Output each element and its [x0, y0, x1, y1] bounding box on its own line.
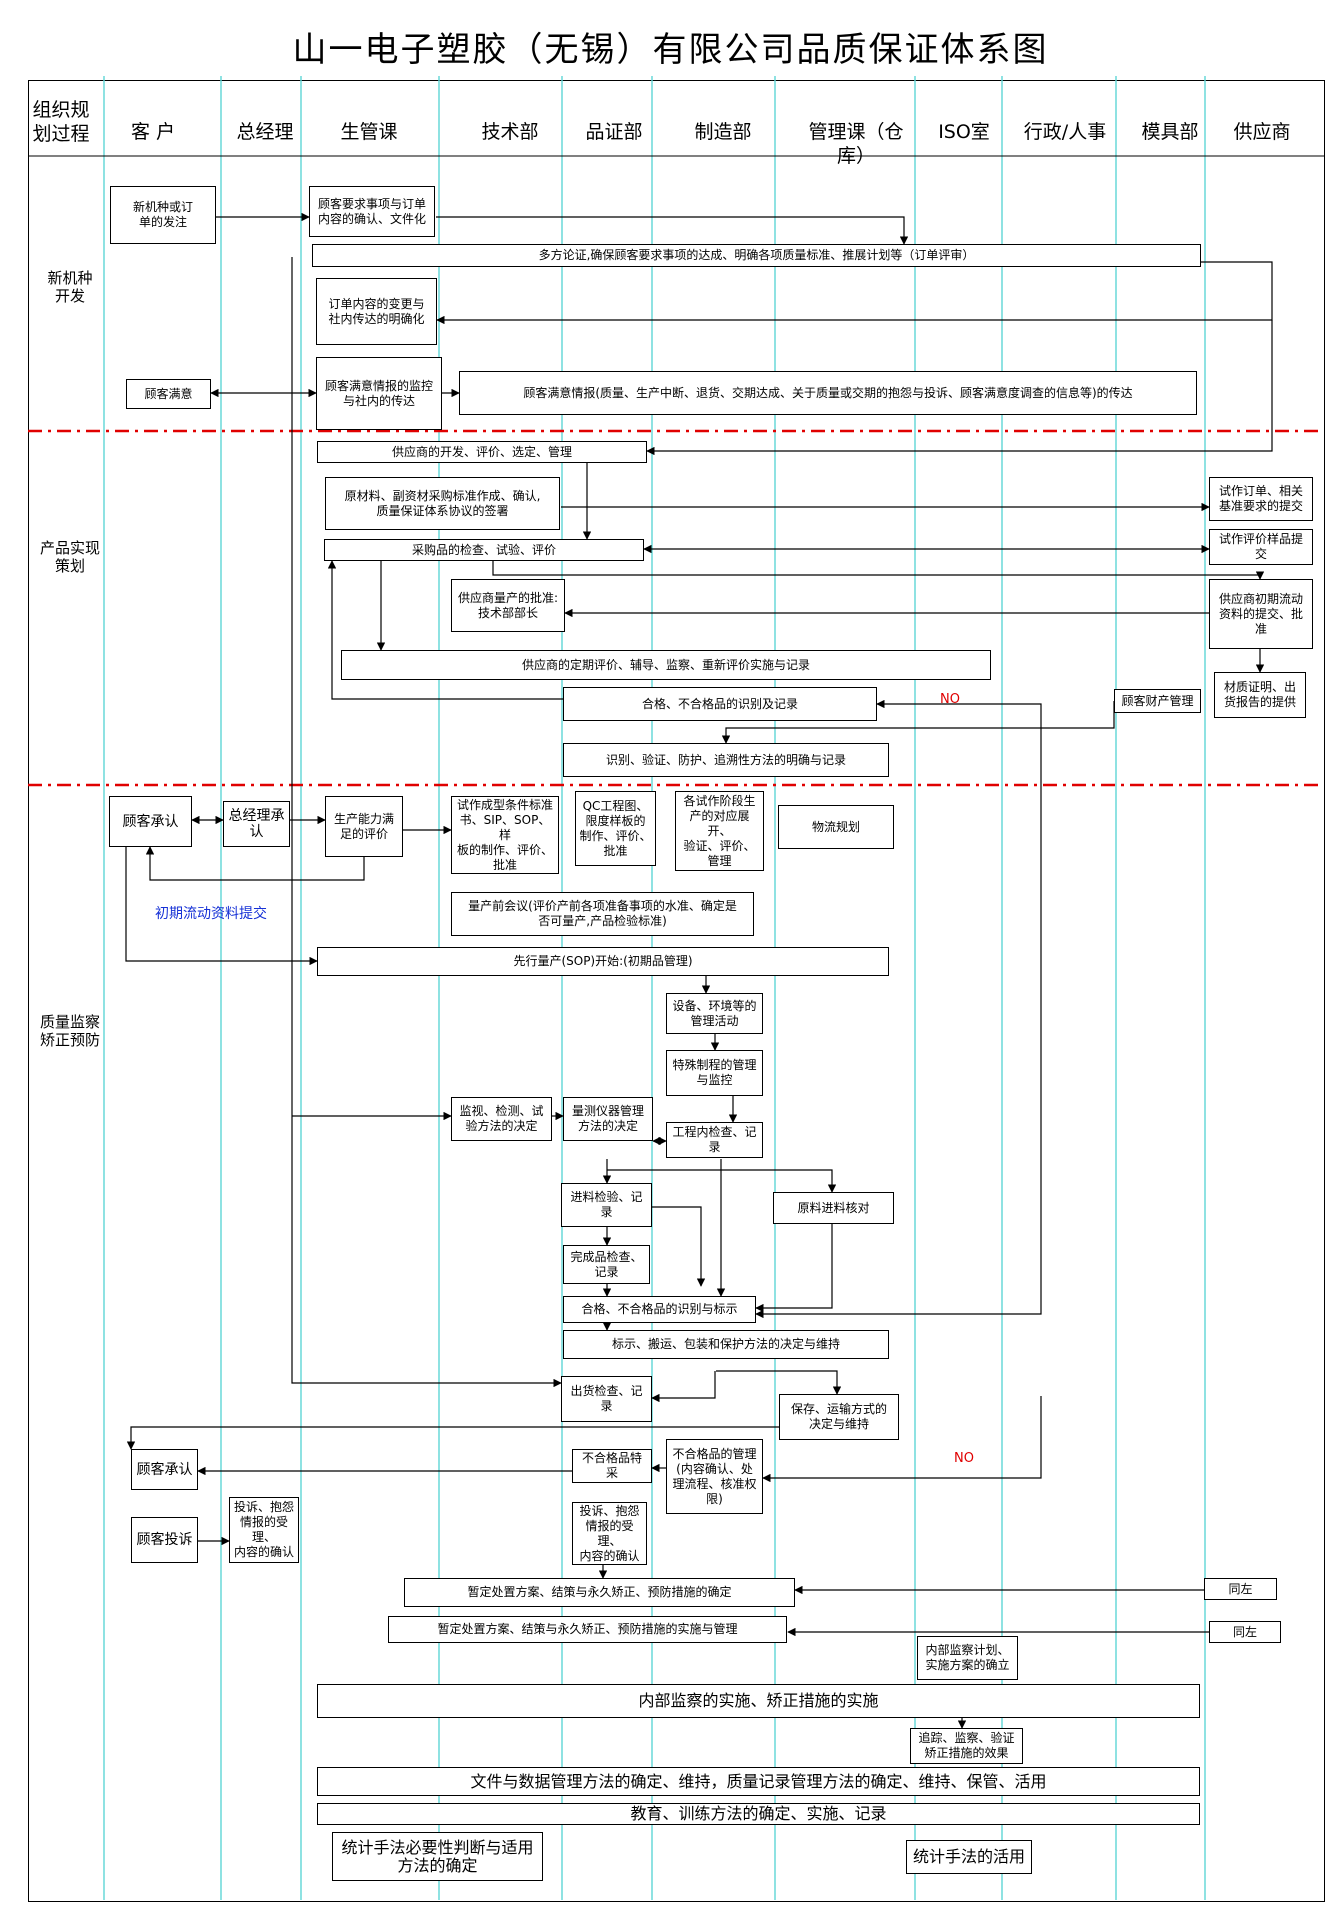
customer-approval-box: 顾客承认 — [109, 796, 192, 847]
no-label: NO — [940, 692, 960, 707]
training-box: 教育、训练方法的确定、实施、记录 — [317, 1803, 1200, 1825]
satisfaction-monitor-box: 顾客满意情报的监控 与社内的传达 — [316, 357, 442, 430]
complaint-receipt-gm-box: 投诉、抱怨 情报的受理、 内容的确认 — [229, 1497, 299, 1563]
trial-standard-box: 试作成型条件标准 书、SIP、SOP、样 板的制作、评价、 批准 — [451, 796, 559, 874]
nonconforming-mgmt-box: 不合格品的管理 (内容确认、处 理流程、核准权 限) — [666, 1439, 763, 1514]
order-change-box: 订单内容的变更与 社内传达的明确化 — [316, 278, 437, 345]
flow-arrow — [721, 701, 1115, 744]
supplier-initial-flow-box: 供应商初期流动 资料的提交、批 准 — [1209, 579, 1313, 649]
column-header: 客 户 — [130, 121, 176, 143]
corrective-implement-box: 暂定处置方案、结策与永久矫正、预防措施的实施与管理 — [388, 1616, 787, 1643]
traceability-box: 识别、验证、防护、追溯性方法的明确与记录 — [563, 743, 889, 777]
initial-flow-note: 初期流动资料提交 — [155, 906, 267, 922]
customer-approval-2-box: 顾客承认 — [131, 1449, 198, 1490]
flow-arrow — [436, 261, 1273, 325]
internal-audit-box: 内部监察的实施、矫正措施的实施 — [317, 1684, 1200, 1718]
nonconforming-waiver-box: 不合格品特 采 — [572, 1449, 652, 1483]
in-process-inspection-box: 工程内检查、记 录 — [666, 1122, 763, 1158]
customer-complaint-box: 顾客投诉 — [131, 1517, 198, 1563]
trial-stage-box: 各试作阶段生 产的对应展开、 验证、评价、 管理 — [675, 791, 764, 871]
supplier-evaluation-box: 供应商的定期评价、辅导、监察、重新评价实施与记录 — [341, 650, 991, 680]
storage-transport-box: 保存、运输方式的 决定与维持 — [779, 1394, 899, 1440]
column-header: 技术部 — [481, 121, 539, 143]
column-header: 行政/人事 — [1023, 121, 1107, 143]
complaint-receipt-qa-box: 投诉、抱怨 情报的受理、 内容的确认 — [572, 1502, 647, 1565]
customer-req-confirm-box: 顾客要求事项与订单 内容的确认、文件化 — [309, 186, 435, 237]
conforming-id-box: 合格、不合格品的识别及记录 — [563, 687, 877, 721]
special-process-box: 特殊制程的管理 与监控 — [666, 1050, 763, 1096]
satisfaction-info-box: 顾客满意情报(质量、生产中断、退货、交期达成、关于质量或交期的抱怨与投诉、顾客满… — [459, 371, 1197, 415]
incoming-inspection-box: 进料检验、记 录 — [561, 1183, 652, 1227]
statistics-use-box: 统计手法的活用 — [906, 1840, 1032, 1874]
stage-label: 新机种 开发 — [47, 269, 93, 305]
flow-arrow — [436, 216, 909, 245]
purchase-standard-box: 原材料、副资材采购标准作成、确认, 质量保证体系协议的签署 — [325, 477, 560, 530]
trial-sample-box: 试作评价样品提 交 — [1209, 529, 1313, 565]
flow-arrow — [145, 846, 365, 881]
document-control-box: 文件与数据管理方法的确定、维持，质量记录管理方法的确定、维持、保管、活用 — [317, 1767, 1200, 1796]
column-header: 品证部 — [585, 121, 643, 143]
material-cert-box: 材质证明、出 货报告的提供 — [1214, 672, 1306, 718]
column-header: 组织规 划过程 — [32, 99, 90, 145]
qc-process-box: QC工程图、 限度样板的 制作、评价、 批准 — [575, 791, 656, 866]
column-header: 生管课 — [340, 121, 398, 143]
flow-arrow — [125, 847, 318, 966]
column-header: 总经理 — [236, 121, 294, 143]
capacity-eval-box: 生产能力满 足的评价 — [325, 796, 403, 857]
page-title: 山一电子塑胶（无锡）有限公司品质保证体系图 — [292, 30, 1049, 70]
conforming-label-box: 合格、不合格品的识别与标示 — [563, 1296, 756, 1323]
supplier-approval-box: 供应商量产的批准: 技术部部长 — [451, 579, 565, 632]
flow-arrow — [327, 560, 563, 700]
flow-arrow — [755, 1223, 833, 1313]
flow-arrow — [291, 257, 562, 1388]
trial-order-box: 试作订单、相关 基准要求的提交 — [1209, 477, 1313, 521]
handling-packaging-box: 标示、搬运、包装和保护方法的决定与维持 — [563, 1330, 889, 1359]
final-inspection-box: 完成品检查、 记录 — [563, 1245, 650, 1284]
flow-arrow — [492, 561, 1265, 580]
stage-label: 质量监察 矫正预防 — [39, 1013, 100, 1049]
column-header: 管理课（仓库） — [808, 121, 904, 167]
no-label: NO — [954, 1451, 974, 1466]
monitoring-method-box: 监视、检测、试 验方法的决定 — [451, 1097, 552, 1141]
customer-satisfaction-box: 顾客满意 — [126, 379, 211, 409]
audit-followup-box: 追踪、监察、验证 矫正措施的效果 — [910, 1728, 1023, 1764]
statistics-decision-box: 统计手法必要性判断与适用 方法的确定 — [332, 1832, 543, 1881]
diagram-frame — [28, 80, 1325, 1902]
column-header: 制造部 — [694, 121, 752, 143]
gauge-mgmt-box: 量测仪器管理 方法的决定 — [563, 1097, 653, 1141]
pre-production-meeting-box: 量产前会议(评价产前各项准备事项的水准、确定是 否可量产,产品检验标准) — [451, 892, 754, 936]
new-model-order-box: 新机种或订 单的发注 — [110, 186, 216, 244]
flow-arrow — [646, 320, 1273, 456]
flow-arrow — [762, 1396, 1042, 1483]
audit-plan-box: 内部监察计划、 实施方案的确立 — [917, 1636, 1018, 1680]
customer-property-box: 顾客财产管理 — [1114, 689, 1201, 713]
logistics-box: 物流规划 — [778, 805, 894, 849]
multi-party-review-box: 多方论证,确保顾客要求事项的达成、明确各项质量标准、推展计划等（订单评审） — [312, 244, 1201, 267]
column-header: ISO室 — [938, 121, 990, 143]
corrective-decision-box: 暂定处置方案、结策与永久矫正、预防措施的确定 — [404, 1578, 795, 1607]
flow-arrow — [716, 1370, 842, 1395]
sop-start-box: 先行量产(SOP)开始:(初期品管理) — [317, 947, 889, 976]
column-header: 供应商 — [1233, 121, 1291, 143]
flow-arrow — [651, 1371, 716, 1403]
supplier-dev-box: 供应商的开发、评价、选定、管理 — [317, 441, 647, 463]
shipping-inspection-box: 出货检查、记 录 — [561, 1376, 652, 1422]
flow-arrow — [652, 1206, 706, 1287]
same-left-box: 同左 — [1204, 1578, 1277, 1600]
column-header: 模具部 — [1141, 121, 1199, 143]
stage-label: 产品实现 策划 — [39, 539, 100, 575]
purchased-inspection-box: 采购品的检查、试验、评价 — [324, 539, 644, 561]
flow-arrow — [607, 1169, 837, 1193]
equipment-mgmt-box: 设备、环境等的 管理活动 — [666, 993, 763, 1034]
flow-arrow — [126, 1426, 779, 1450]
flow-arrow — [755, 699, 1042, 1319]
gm-approval-box: 总经理承 认 — [223, 801, 290, 847]
same-left-2-box: 同左 — [1209, 1621, 1281, 1643]
material-check-box: 原料进料核对 — [773, 1192, 894, 1224]
